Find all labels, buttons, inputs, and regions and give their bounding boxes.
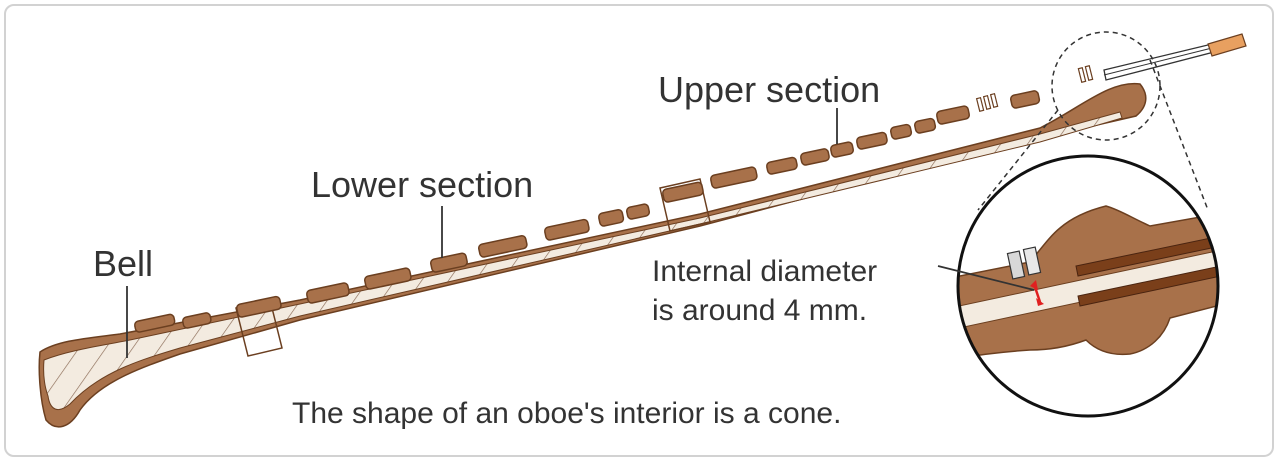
label-upper-section: Upper section bbox=[658, 69, 881, 110]
key-12 bbox=[709, 166, 758, 189]
magnified-circle-border bbox=[956, 154, 1220, 418]
key-9 bbox=[597, 209, 625, 227]
key-4 bbox=[305, 282, 350, 304]
key-17 bbox=[889, 123, 913, 140]
zoom-line-left bbox=[977, 109, 1059, 211]
key-1 bbox=[133, 313, 176, 333]
staple-line bbox=[1103, 47, 1213, 76]
label-internal-diameter-line2: is around 4 mm. bbox=[652, 294, 868, 327]
key-19 bbox=[935, 105, 971, 125]
magnified-staple-tube-lower bbox=[1077, 261, 1218, 307]
ring-5 bbox=[1084, 64, 1094, 82]
reed-assembly bbox=[1103, 33, 1247, 81]
detail-area-circle bbox=[1051, 31, 1161, 141]
key-5 bbox=[363, 267, 412, 290]
label-lower-section: Lower section bbox=[311, 164, 534, 205]
magnified-view bbox=[956, 154, 1220, 418]
leader-internal-diameter bbox=[937, 265, 1035, 291]
leader-lines bbox=[126, 108, 1035, 358]
key-6 bbox=[429, 252, 468, 273]
label-internal-diameter-line1: Internal diameter bbox=[652, 255, 878, 288]
key-8 bbox=[543, 218, 590, 241]
measure-arrow-bottom bbox=[1036, 298, 1044, 306]
label-internal-diameter: Internal diameter is around 4 mm. bbox=[652, 252, 877, 330]
top-rings bbox=[975, 64, 1094, 113]
ring-1 bbox=[975, 96, 985, 113]
label-bell: Bell bbox=[93, 243, 154, 284]
reed-icon bbox=[1207, 33, 1247, 57]
magnified-ring-2 bbox=[1022, 246, 1042, 276]
diagram-caption: The shape of an oboe's interior is a con… bbox=[292, 397, 842, 430]
lower-upper-joint bbox=[659, 178, 711, 232]
ring-3 bbox=[989, 92, 999, 109]
magnified-bore bbox=[958, 245, 1218, 331]
oboe-keys bbox=[133, 90, 1041, 333]
key-20 bbox=[1009, 90, 1041, 109]
measure-arrow-top bbox=[1030, 280, 1038, 290]
magnified-ring-1 bbox=[1006, 250, 1026, 280]
oboe-bore bbox=[43, 111, 1123, 411]
key-3 bbox=[235, 295, 282, 318]
key-15 bbox=[829, 141, 855, 158]
zoom-indicator bbox=[977, 31, 1209, 211]
key-11 bbox=[661, 181, 704, 203]
ring-2 bbox=[982, 94, 992, 111]
key-14 bbox=[799, 148, 830, 166]
key-18 bbox=[913, 117, 937, 134]
key-13 bbox=[765, 156, 798, 175]
key-10 bbox=[625, 203, 651, 220]
ring-4 bbox=[1077, 66, 1087, 84]
key-2 bbox=[181, 312, 212, 329]
magnified-staple-tube bbox=[1075, 231, 1218, 277]
key-7 bbox=[477, 235, 528, 258]
key-16 bbox=[855, 131, 888, 150]
